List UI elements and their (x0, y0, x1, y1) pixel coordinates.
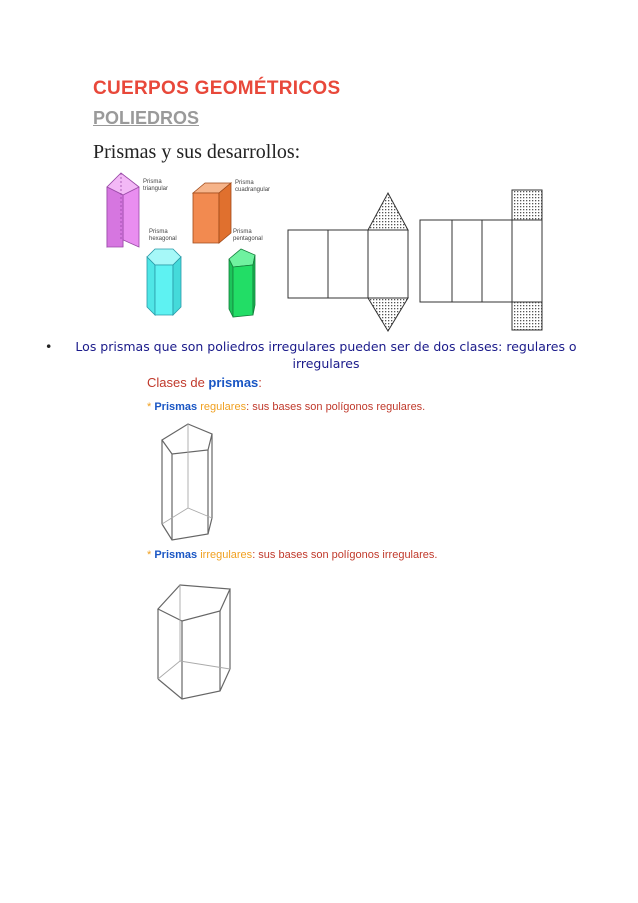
pentagonal-prism-shape (228, 248, 256, 318)
irregular-prism-drawing (157, 584, 231, 700)
cuadrangular-prism-shape (191, 182, 233, 244)
label-line: Prisma (143, 179, 162, 185)
regulares-word: regulares (197, 401, 247, 413)
page-title: CUERPOS GEOMÉTRICOS (93, 78, 341, 99)
star-marker: * (147, 401, 155, 413)
bullet-item: • Los prismas que son poliedros irregula… (45, 338, 585, 372)
label-prisma-cuadrangular: Prisma cuadrangular (235, 180, 270, 194)
clases-heading-colon: : (258, 375, 262, 390)
clases-heading-prefix: Clases de (147, 375, 209, 390)
label-line: pentagonal (233, 236, 263, 242)
cuadrangular-prism-net (419, 189, 543, 331)
triangular-prism-shape (106, 172, 140, 248)
label-line: hexagonal (149, 236, 177, 242)
section-heading: Prismas y sus desarrollos: (93, 141, 301, 163)
prismas-word: Prismas (154, 549, 198, 561)
irregular-definition: * Prismas irregulares: sus bases son pol… (147, 549, 437, 561)
irregular-description: : sus bases son polígonos irregulares. (252, 549, 438, 561)
label-prisma-hexagonal: Prisma hexagonal (149, 229, 177, 243)
clases-heading-keyword: prismas (208, 375, 259, 390)
star-marker: * (147, 549, 155, 561)
prismas-word: Prismas (154, 401, 198, 413)
regular-prism-drawing (161, 423, 213, 541)
label-line: Prisma (235, 180, 254, 186)
clases-heading: Clases de prismas: (147, 375, 262, 390)
hexagonal-prism-shape (146, 248, 182, 316)
regular-description: : sus bases son polígonos regulares. (246, 401, 426, 413)
label-prisma-triangular: Prisma triangular (143, 179, 168, 193)
label-line: cuadrangular (235, 187, 271, 193)
prisms-illustration: Prisma triangular Prisma cuadrangular Pr… (93, 165, 283, 325)
label-line: Prisma (233, 229, 252, 235)
irregulares-word: irregulares (197, 549, 253, 561)
regular-definition: * Prismas regulares: sus bases son políg… (147, 401, 425, 413)
bullet-dot-icon: • (45, 339, 53, 354)
label-line: Prisma (149, 229, 168, 235)
prism-nets-illustration (287, 189, 543, 332)
label-prisma-pentagonal: Prisma pentagonal (233, 229, 263, 243)
triangular-prism-net (287, 191, 409, 332)
bullet-text: Los prismas que son poliedros irregulare… (75, 339, 577, 371)
section-subtitle: POLIEDROS (93, 108, 200, 128)
label-line: triangular (143, 186, 169, 192)
